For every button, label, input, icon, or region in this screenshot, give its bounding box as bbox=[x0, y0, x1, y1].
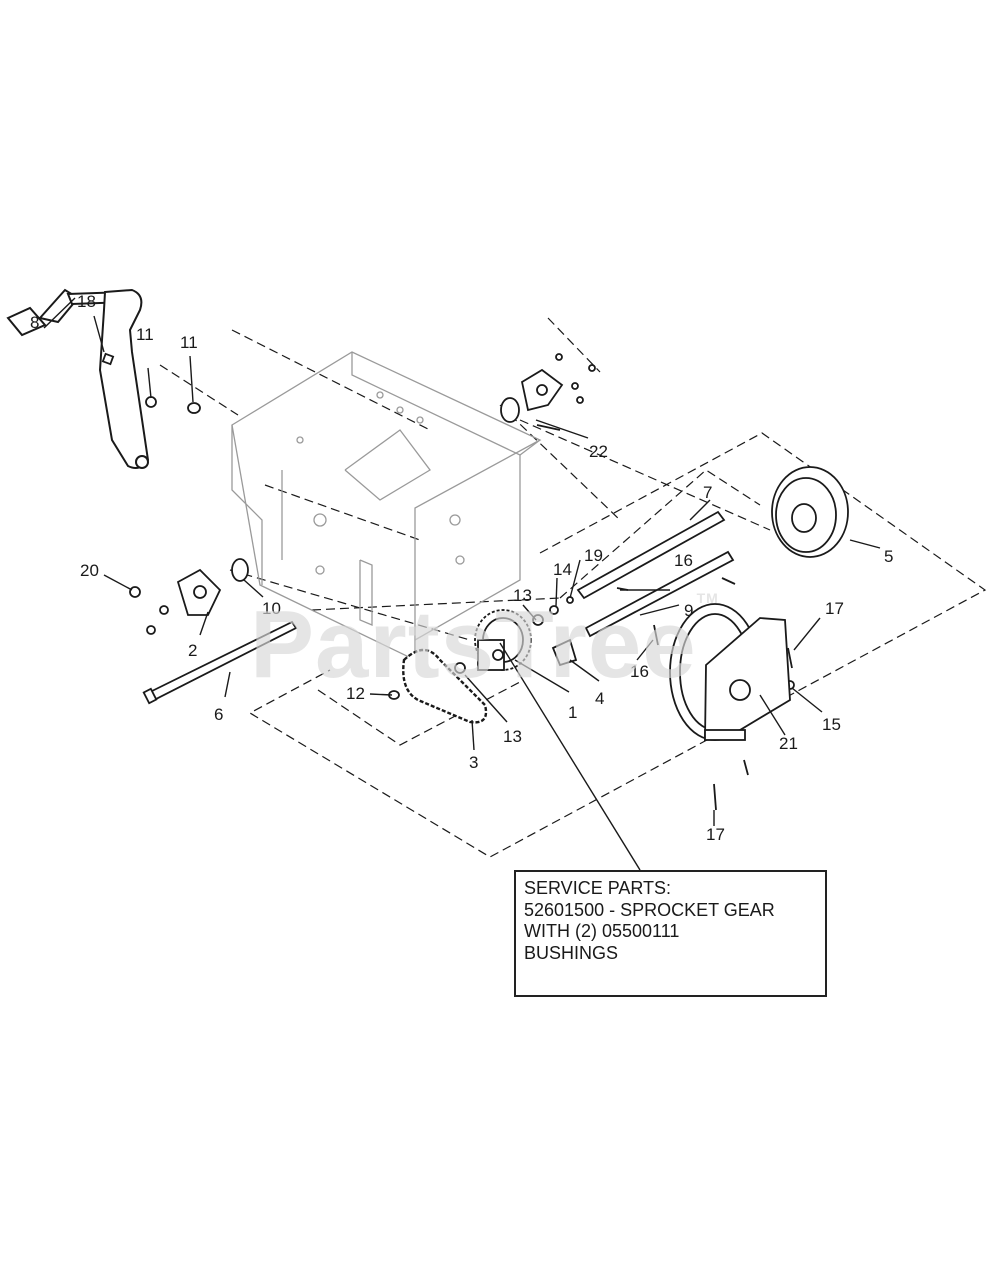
sprocket-assembly bbox=[402, 609, 532, 724]
callout-1: 1 bbox=[568, 703, 577, 722]
callout-labels: 8 18 11 11 22 7 5 20 19 16 14 13 10 9 17… bbox=[30, 292, 893, 844]
callout-5: 5 bbox=[884, 547, 893, 566]
callout-17: 17 bbox=[825, 599, 844, 618]
callout-13: 13 bbox=[503, 727, 522, 746]
callout-12: 12 bbox=[346, 684, 365, 703]
callout-10: 10 bbox=[262, 599, 281, 618]
callout-17: 17 bbox=[706, 825, 725, 844]
service-note-line: 52601500 - SPROCKET GEAR bbox=[524, 899, 775, 920]
callout-8: 8 bbox=[30, 313, 39, 332]
callout-21: 21 bbox=[779, 734, 798, 753]
callout-9: 9 bbox=[684, 601, 693, 620]
callout-19: 19 bbox=[584, 546, 603, 565]
callout-22: 22 bbox=[589, 442, 608, 461]
auger-housing bbox=[231, 351, 542, 662]
callout-14: 14 bbox=[553, 560, 572, 579]
callout-6: 6 bbox=[214, 705, 223, 724]
service-parts-note: SERVICE PARTS: 52601500 - SPROCKET GEAR … bbox=[514, 870, 827, 997]
callout-16: 16 bbox=[630, 662, 649, 681]
service-note-line: WITH (2) 05500111 bbox=[524, 921, 680, 941]
hardware bbox=[101, 352, 795, 811]
leader-lines bbox=[43, 297, 881, 871]
callout-11: 11 bbox=[180, 333, 198, 352]
callout-4: 4 bbox=[595, 689, 604, 708]
callout-20: 20 bbox=[80, 561, 99, 580]
crank-handle bbox=[6, 288, 150, 469]
shafts bbox=[142, 510, 735, 705]
callout-16: 16 bbox=[674, 551, 693, 570]
callout-11: 11 bbox=[136, 325, 154, 344]
callout-13: 13 bbox=[513, 586, 532, 605]
callout-15: 15 bbox=[822, 715, 841, 734]
callout-18: 18 bbox=[77, 292, 96, 311]
service-note-line: BUSHINGS bbox=[524, 942, 619, 963]
callout-3: 3 bbox=[469, 753, 478, 772]
callout-7: 7 bbox=[703, 483, 712, 502]
service-note-line: SERVICE PARTS: bbox=[524, 878, 672, 898]
callout-2: 2 bbox=[188, 641, 197, 660]
